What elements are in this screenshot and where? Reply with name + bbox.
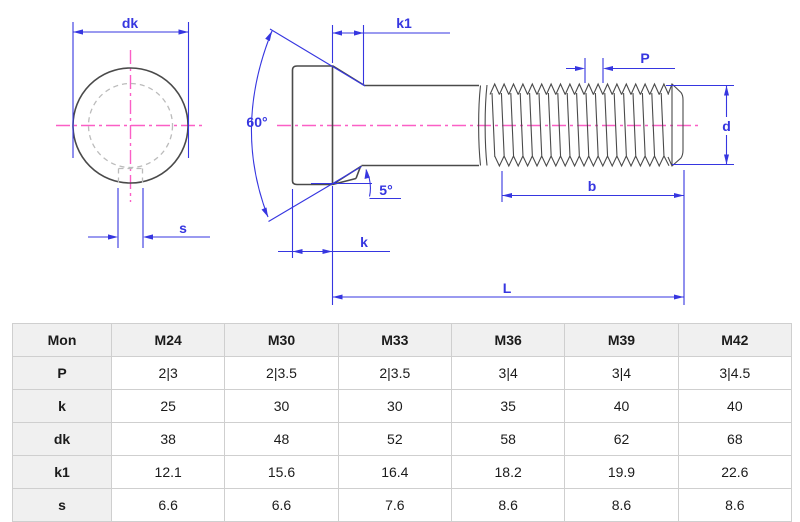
k1-dimension: k1: [331, 15, 450, 84]
table-cell: 30: [337, 389, 452, 423]
d-dimension: d: [666, 84, 734, 166]
table-cell: 8.6: [677, 488, 793, 522]
table-cell: 7.6: [337, 488, 452, 522]
table-cell: 6.6: [110, 488, 226, 522]
technical-drawing: dk s: [56, 15, 734, 305]
table-cell: 35: [450, 389, 566, 423]
L-label: L: [503, 280, 512, 296]
table-cell: 15.6: [224, 455, 339, 489]
head-angle-label: 60°: [246, 114, 267, 130]
table-cell: 8.6: [564, 488, 679, 522]
pitch-label: P: [640, 50, 649, 66]
table-cell: 19.9: [564, 455, 679, 489]
table-cell: 48: [224, 422, 339, 456]
table-cell: 22.6: [677, 455, 793, 489]
dk-dimension: dk: [72, 15, 190, 158]
table-header-cell: M42: [677, 323, 793, 357]
table-header-cell: M33: [337, 323, 452, 357]
dk-label: dk: [122, 15, 139, 31]
table-cell: 18.2: [450, 455, 566, 489]
thread-runout: [478, 84, 488, 166]
bolt-side-view: 60° k1 5° k: [246, 15, 734, 305]
table-header-cell: M39: [564, 323, 679, 357]
table-cell: 2|3.5: [337, 356, 452, 390]
table-cell: 58: [450, 422, 566, 456]
head-inner-circle-hidden: [87, 82, 174, 169]
table-header-cell: M36: [450, 323, 566, 357]
table-cell: 52: [337, 422, 452, 456]
s-label: s: [179, 220, 187, 236]
table-cell: 30: [224, 389, 339, 423]
b-label: b: [588, 178, 597, 194]
table-cell: 38: [110, 422, 226, 456]
table-header-cell: M24: [110, 323, 226, 357]
table-cell: 2|3.5: [224, 356, 339, 390]
table-cell: 25: [110, 389, 226, 423]
b-dimension: b: [501, 171, 684, 202]
table-cell: 8.6: [450, 488, 566, 522]
table-row-label: P: [12, 356, 112, 390]
thread-end-chamfer: [663, 83, 684, 167]
bolt-shank-outline: [361, 84, 479, 167]
table-cell: 40: [564, 389, 679, 423]
table-cell: 62: [564, 422, 679, 456]
table-row-label: k1: [12, 455, 112, 489]
table-cell: 6.6: [224, 488, 339, 522]
table-cell: 3|4.5: [677, 356, 793, 390]
table-cell: 3|4: [564, 356, 679, 390]
nib-hidden-outline: [117, 167, 144, 184]
s-dimension: s: [88, 188, 210, 248]
k-dimension: k: [278, 186, 390, 305]
table-row-label: dk: [12, 422, 112, 456]
head-front-view: dk s: [56, 15, 210, 248]
L-dimension: L: [332, 170, 685, 305]
head-angle-dimension: 60°: [246, 28, 366, 222]
k-label: k: [360, 234, 368, 250]
table-cell: 40: [677, 389, 793, 423]
table-header-cell: Mon: [12, 323, 112, 357]
d-label: d: [722, 118, 731, 134]
table-row-label: s: [12, 488, 112, 522]
table-cell: 68: [677, 422, 793, 456]
k1-label: k1: [396, 15, 412, 31]
table-header-cell: M30: [224, 323, 339, 357]
table-row-label: k: [12, 389, 112, 423]
table-cell: 2|3: [110, 356, 226, 390]
table-cell: 3|4: [450, 356, 566, 390]
thread-profile: [489, 82, 670, 168]
table-cell: 12.1: [110, 455, 226, 489]
pitch-dimension: P: [566, 50, 675, 83]
nib-angle-dimension: 5°: [311, 169, 401, 200]
table-cell: 16.4: [337, 455, 452, 489]
nib-angle-label: 5°: [379, 182, 392, 198]
